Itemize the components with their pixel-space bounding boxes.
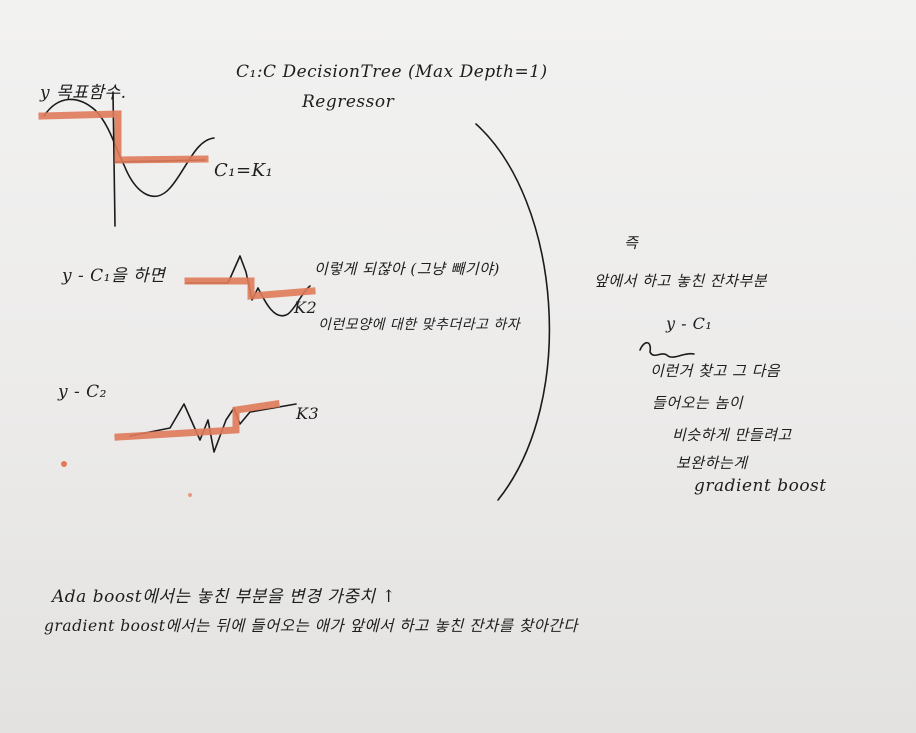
label-residual-1: y - C₁을 하면 bbox=[62, 266, 166, 286]
label-k2: K2 bbox=[294, 298, 318, 317]
stump-highlight-c1 bbox=[38, 110, 209, 164]
graph-target-function bbox=[38, 91, 215, 227]
stump-highlight-k3 bbox=[114, 400, 280, 441]
side-note-y-c1: y - C₁ bbox=[666, 314, 713, 333]
label-target-function: y 목표함수. bbox=[40, 83, 127, 103]
label-c1-k1: C₁=K₁ bbox=[214, 160, 274, 181]
bottom-note-adaboost: Ada boost에서는 놓친 부분을 변경 가중치 ↑ bbox=[52, 587, 397, 607]
note-fit-shape: 이런모양에 대한 맞추더라고 하자 bbox=[318, 317, 521, 333]
side-note-line-6: 보완하는게 bbox=[676, 454, 748, 472]
graph-residual-1 bbox=[184, 255, 316, 317]
graph-residual-2 bbox=[114, 400, 297, 453]
residual-curve-2 bbox=[129, 403, 297, 453]
side-note-line-3: 이런거 찾고 그 다음 bbox=[650, 362, 781, 380]
squiggle-underline bbox=[639, 341, 695, 358]
bottom-note-gradient-boost: gradient boost에서는 뒤에 들어오는 애가 앞에서 하고 놓친 잔… bbox=[44, 617, 578, 635]
note-subtraction: 이렇게 되잖아 (그냥 빼기야) bbox=[314, 260, 500, 278]
red-dot-mark bbox=[61, 461, 67, 467]
side-note-line-4: 들어오는 놈이 bbox=[652, 394, 744, 412]
target-curve bbox=[43, 98, 215, 198]
side-note-mark: 즉 bbox=[624, 234, 639, 252]
red-dot-mark bbox=[188, 493, 192, 497]
label-residual-2: y - C₂ bbox=[58, 382, 107, 402]
side-note-line-5: 비슷하게 만들려고 bbox=[672, 426, 792, 444]
side-note-residual: 앞에서 하고 놓친 잔차부분 bbox=[594, 272, 768, 290]
label-regressor: Regressor bbox=[302, 92, 395, 112]
label-k3: K3 bbox=[296, 404, 320, 423]
label-decision-tree: C₁:C DecisionTree (Max Depth=1) bbox=[236, 62, 548, 82]
stump-highlight-k2 bbox=[184, 277, 316, 300]
grouping-bracket bbox=[475, 123, 551, 501]
side-note-gradient-boost: gradient boost bbox=[694, 476, 827, 496]
